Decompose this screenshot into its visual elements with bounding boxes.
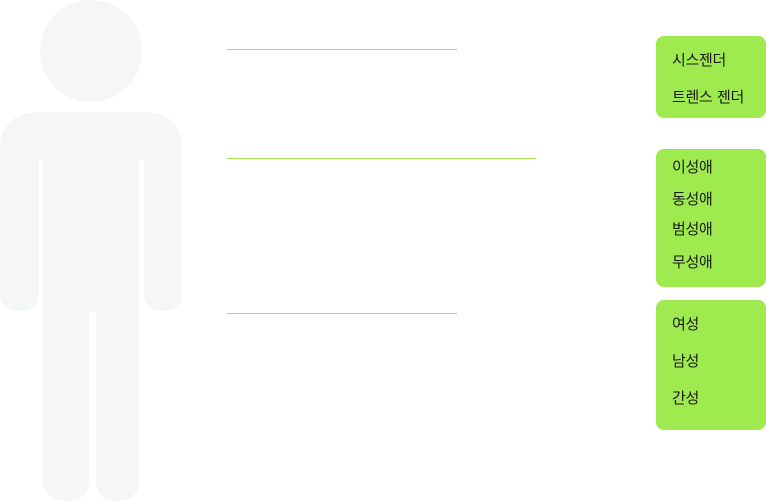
term-homosexual: 동성애 xyxy=(672,190,713,208)
term-male: 남성 xyxy=(672,352,700,370)
sexual-orientation-box: 이성애 동성애 범성애 무성애 xyxy=(656,149,766,287)
term-transgender: 트렌스 젠더 xyxy=(672,88,744,106)
person-silhouette-icon xyxy=(0,0,190,502)
leader-line-gender xyxy=(227,49,457,50)
term-asexual: 무성애 xyxy=(672,253,713,271)
term-intersex: 간성 xyxy=(672,389,700,407)
leader-line-sex xyxy=(227,313,457,314)
figure-head xyxy=(40,0,142,102)
term-pansexual: 범성애 xyxy=(672,220,713,238)
leader-line-orientation xyxy=(227,158,536,159)
gender-identity-box: 시스젠더 트렌스 젠더 xyxy=(656,36,766,118)
term-cisgender: 시스젠더 xyxy=(672,51,727,69)
biological-sex-box: 여성 남성 간성 xyxy=(656,300,766,430)
figure-body xyxy=(0,112,182,501)
term-heterosexual: 이성애 xyxy=(672,158,713,176)
term-female: 여성 xyxy=(672,315,700,333)
